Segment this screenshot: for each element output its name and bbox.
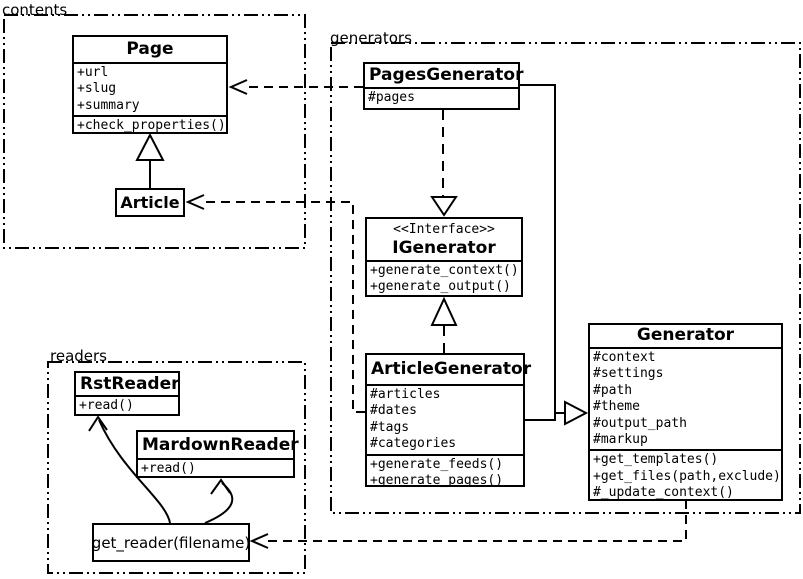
- class-member: +read(): [141, 461, 196, 476]
- package-label-contents: contents: [2, 1, 68, 19]
- class-member: +url: [77, 65, 109, 80]
- class-member: +check_properties(): [77, 118, 226, 134]
- class-page-attributes: +url +slug +summary: [74, 62, 226, 115]
- triangle-article-extends-page: [135, 132, 165, 161]
- class-generator-attributes: #context #settings #path #theme #output_…: [590, 347, 781, 449]
- class-articlegenerator-title: ArticleGenerator: [371, 359, 532, 379]
- class-member: #path: [593, 382, 633, 398]
- class-member: #_update_context(): [593, 485, 734, 501]
- triangle-pagesgenerator-implements-igenerator: [430, 196, 458, 217]
- arrow-articlegenerator-uses-article: [202, 201, 365, 413]
- arrow-getreader-to-mardownreader: [204, 482, 234, 524]
- class-member: #markup: [593, 432, 648, 448]
- class-member: +generate_context(): [370, 263, 519, 278]
- class-member: +slug: [77, 81, 117, 97]
- arrowhead-pagesgenerator-uses-page: [228, 79, 248, 95]
- class-igenerator-stereotype: <<Interface>>: [393, 222, 495, 237]
- class-rstreader: RstReader +read(): [74, 371, 180, 416]
- arrowhead-generator-uses-getreader: [249, 533, 269, 549]
- class-rstreader-methods: +read(): [76, 395, 178, 415]
- class-page: Page +url +slug +summary +check_properti…: [72, 35, 228, 134]
- class-articlegenerator-methods: +generate_feeds() +generate_pages(): [367, 453, 523, 491]
- class-member: +generate_feeds(): [370, 456, 504, 472]
- class-member: +generate_output(): [370, 279, 511, 295]
- arrow-generator-uses-getreader: [266, 500, 687, 542]
- triangle-extends-generator: [564, 400, 589, 426]
- class-pagesgenerator-attributes: #pages: [365, 87, 518, 108]
- class-articlegenerator-attributes: #articles #dates #tags #categories: [367, 384, 523, 454]
- function-get-reader: get_reader(filename): [92, 523, 250, 562]
- class-member: +generate_pages(): [370, 473, 504, 489]
- triangle-articlegenerator-implements-igenerator: [430, 296, 458, 326]
- class-page-methods: +check_properties(): [74, 115, 226, 135]
- class-igenerator: <<Interface>> IGenerator +generate_conte…: [365, 217, 523, 297]
- class-generator: Generator #context #settings #path #them…: [588, 323, 783, 501]
- package-label-readers: readers: [50, 347, 107, 365]
- class-pagesgenerator: PagesGenerator #pages: [363, 62, 524, 110]
- class-member: #theme: [593, 399, 640, 415]
- class-member: #context: [593, 350, 656, 365]
- function-get-reader-label: get_reader(filename): [91, 533, 251, 552]
- class-mardownreader-title: MardownReader: [142, 435, 299, 455]
- class-member: +get_templates(): [593, 452, 719, 468]
- class-mardownreader-methods: +read(): [138, 458, 293, 478]
- class-article-title: Article: [120, 193, 180, 212]
- class-pagesgenerator-title: PagesGenerator: [369, 65, 524, 85]
- class-articlegenerator: ArticleGenerator #articles #dates #tags …: [365, 353, 532, 488]
- class-generator-methods: +get_templates() +get_files(path,exclude…: [590, 449, 781, 502]
- class-igenerator-title: IGenerator: [392, 238, 496, 258]
- class-member: #tags: [370, 419, 410, 435]
- class-member: +get_files(path,exclude): [593, 468, 781, 484]
- class-igenerator-methods: +generate_context() +generate_output(): [367, 260, 521, 297]
- class-igenerator-header: <<Interface>> IGenerator: [367, 219, 521, 260]
- class-member: #dates: [370, 403, 417, 419]
- arrowhead-articlegenerator-uses-article: [185, 194, 205, 210]
- class-rstreader-title: RstReader: [80, 374, 180, 394]
- class-member: #categories: [370, 436, 457, 452]
- package-label-generators: generators: [330, 29, 412, 47]
- class-member: #output_path: [593, 415, 687, 431]
- class-member: #pages: [368, 90, 415, 105]
- class-member: +read(): [79, 398, 134, 413]
- class-page-title: Page: [126, 39, 174, 59]
- class-member: #settings: [593, 366, 664, 382]
- class-generator-title: Generator: [636, 325, 735, 345]
- arrowhead-getreader-to-rstreader: [88, 415, 108, 432]
- arrow-articlegenerator-extends-generator: [525, 413, 556, 421]
- class-article: Article: [115, 188, 185, 217]
- arrowhead-getreader-to-mardownreader: [210, 478, 231, 495]
- class-member: #articles: [370, 387, 441, 402]
- class-mardownreader: MardownReader +read(): [136, 430, 299, 478]
- class-member: +summary: [77, 97, 140, 113]
